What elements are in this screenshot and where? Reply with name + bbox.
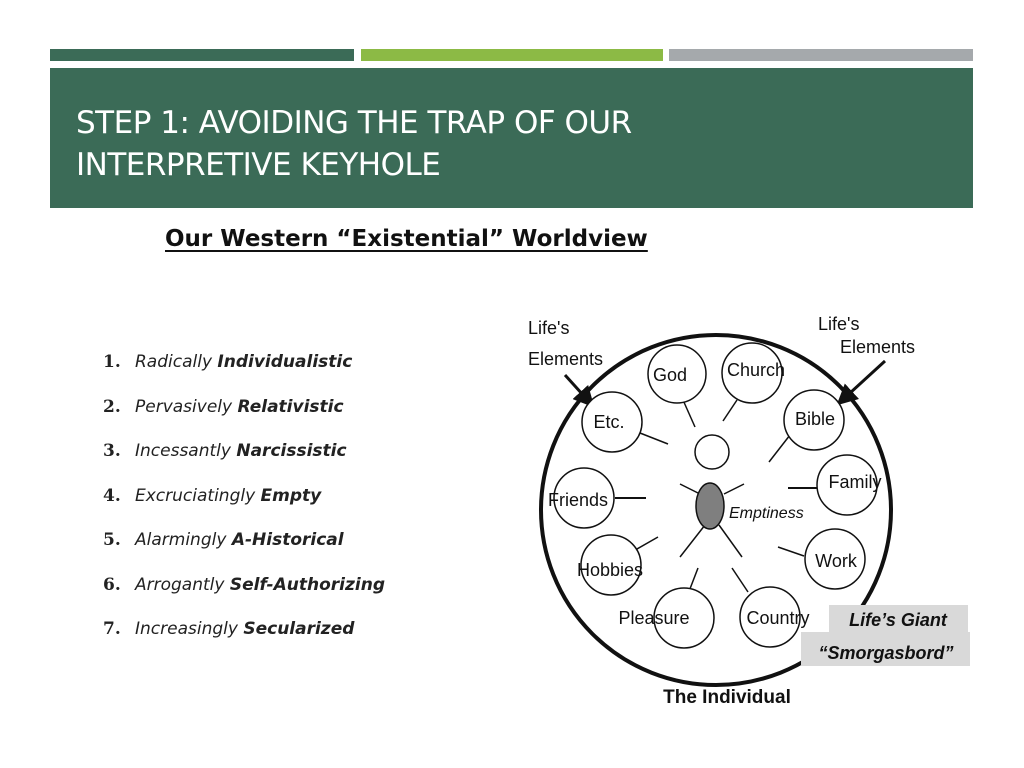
figure-head [694, 434, 730, 470]
smorgasbord-callout-top [829, 605, 968, 632]
element-circle-pleasure [653, 587, 715, 649]
right-label-arrow [836, 359, 887, 406]
connector-line [682, 399, 696, 428]
list-item: 7.Increasingly Secularized [103, 619, 355, 639]
list-item: 3.Incessantly Narcissistic [103, 441, 347, 461]
list-item: 5.Alarmingly A-Historical [103, 530, 344, 550]
trait-list: 1.Radically Individualistic 2.Pervasivel… [103, 352, 385, 664]
element-circle-bible [783, 389, 845, 451]
element-label: Etc. [593, 412, 624, 432]
figure-left-arm [679, 483, 701, 495]
list-item: 6.Arrogantly Self-Authorizing [103, 574, 385, 595]
list-item: 2.Pervasively Relativistic [103, 396, 344, 417]
element-label: Friends [548, 490, 608, 510]
element-label: Pleasure [618, 608, 689, 628]
element-label: God [653, 365, 687, 385]
element-label: Church [727, 360, 785, 380]
connector-line [768, 434, 791, 463]
element-label: Family [829, 472, 882, 492]
right-label-line-1: Life's [818, 314, 859, 334]
left-label-arrow [563, 373, 595, 408]
smorgasbord-callout-bottom [801, 632, 970, 666]
smorgasbord-label-line-1: Life’s Giant [849, 610, 948, 630]
accent-bar-lime [361, 49, 663, 61]
smorgasbord-label-line-2: “Smorgasbord” [818, 643, 953, 663]
figure-right-leg [718, 524, 743, 558]
figure-body [695, 482, 725, 530]
left-label-line-1: Life's [528, 318, 569, 338]
element-circle-church [721, 342, 783, 404]
center-label: Emptiness [729, 505, 804, 522]
individual-boundary-circle [539, 333, 893, 687]
connector-line [777, 546, 805, 557]
element-label: Bible [795, 409, 835, 429]
element-label: Work [815, 551, 858, 571]
slide-title-line-2: INTERPRETIVE KEYHOLE [76, 147, 441, 183]
element-circle-work [804, 528, 866, 590]
accent-bar-gray [669, 49, 973, 61]
diagram-caption: The Individual [663, 687, 791, 708]
title-band: STEP 1: AVOIDING THE TRAP OF OUR INTERPR… [50, 68, 973, 208]
connector-line [639, 432, 669, 445]
slide-title: STEP 1: AVOIDING THE TRAP OF OUR INTERPR… [76, 102, 632, 186]
accent-bar-green [50, 49, 354, 61]
element-circle-country [739, 586, 801, 648]
list-item: 4.Excruciatingly Empty [103, 485, 322, 506]
element-circle-family [816, 454, 878, 516]
element-circle-etc [581, 391, 643, 453]
element-label: Hobbies [577, 560, 643, 580]
element-circle-friends [553, 467, 615, 529]
diagram-heading: Our Western “Existential” Worldview [165, 226, 648, 252]
figure-left-leg [679, 524, 706, 558]
figure-right-arm [723, 483, 745, 495]
connector-line [722, 399, 738, 422]
slide-title-line-1: STEP 1: AVOIDING THE TRAP OF OUR [76, 105, 632, 141]
element-circle-hobbies [580, 534, 642, 596]
list-item: 1.Radically Individualistic [103, 352, 353, 372]
element-circle-god [647, 344, 707, 404]
left-label-line-2: Elements [528, 349, 603, 369]
connector-line [731, 567, 749, 593]
element-label: Country [746, 608, 809, 628]
right-label-line-2: Elements [840, 337, 915, 357]
